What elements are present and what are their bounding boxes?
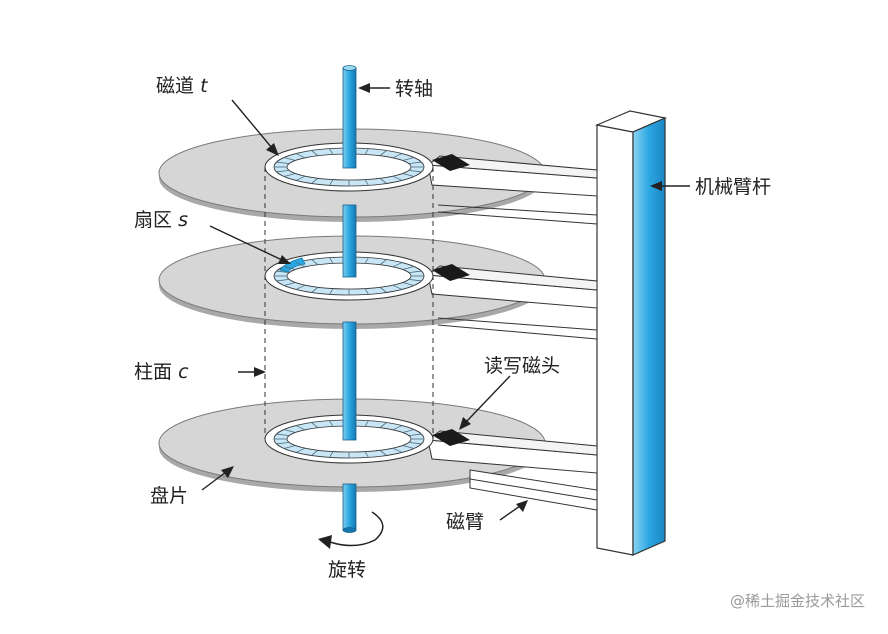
- label-track: 磁道 t: [156, 75, 209, 97]
- label-arm-assembly: 机械臂杆: [695, 176, 771, 198]
- sector-tick: [408, 161, 422, 165]
- sector-tick: [392, 262, 403, 268]
- sector-tick: [295, 262, 306, 268]
- label-spindle: 转轴: [395, 78, 433, 100]
- label-arm: 磁臂: [446, 511, 484, 533]
- sector-tick: [276, 169, 290, 173]
- sector-tick: [392, 447, 403, 453]
- sector-tick: [379, 177, 387, 184]
- sector-tick: [276, 270, 290, 274]
- sector-tick: [408, 433, 422, 437]
- rotation-arrow: [318, 511, 384, 549]
- sector-tick: [311, 286, 319, 293]
- sector-tick: [295, 175, 306, 181]
- sector-tick: [408, 441, 422, 445]
- sector-tick: [379, 259, 387, 266]
- label-cylinder: 柱面 c: [134, 361, 189, 383]
- callouts: [201, 83, 690, 521]
- sector-tick: [311, 449, 319, 456]
- label-sector: 扇区 s: [134, 209, 188, 231]
- sector-tick: [283, 282, 296, 286]
- sector-tick: [283, 157, 296, 161]
- sector-tick: [408, 270, 422, 274]
- sector-tick: [402, 429, 415, 433]
- sector-tick: [379, 286, 387, 293]
- sector-tick: [276, 278, 290, 282]
- sector-tick: [402, 157, 415, 161]
- read-write-head-bottom: [432, 429, 470, 446]
- sector-tick: [402, 266, 415, 270]
- sector-tick: [408, 278, 422, 282]
- label-head: 读写磁头: [484, 355, 560, 377]
- read-write-head-middle: [432, 264, 470, 281]
- sector-highlight: [279, 257, 306, 273]
- sector-tick: [329, 451, 334, 458]
- sector-tick: [329, 179, 334, 186]
- cylinder-outline: [264, 167, 434, 439]
- sector-tick: [364, 179, 369, 186]
- sector-tick: [295, 425, 306, 431]
- sector-tick: [283, 429, 296, 433]
- sector-tick: [311, 259, 319, 266]
- sector-tick: [276, 441, 290, 445]
- sector-tick: [295, 153, 306, 159]
- sector-tick: [276, 433, 290, 437]
- disk-arm-bottom: [426, 430, 598, 511]
- sector-tick: [329, 257, 334, 264]
- sector-tick: [392, 153, 403, 159]
- sector-tick: [402, 173, 415, 177]
- sector-tick: [408, 169, 422, 173]
- sector-tick: [364, 288, 369, 295]
- sector-tick: [295, 447, 306, 453]
- sector-tick: [402, 282, 415, 286]
- arm-assembly-column: [594, 110, 667, 556]
- sector-tick: [283, 173, 296, 177]
- watermark: @稀土掘金技术社区: [730, 592, 865, 610]
- sector-tick: [364, 420, 369, 427]
- sector-tick: [311, 177, 319, 184]
- sector-tick: [379, 422, 387, 429]
- sector-tick: [295, 284, 306, 290]
- label-platter: 盘片: [150, 485, 188, 507]
- sector-tick: [379, 449, 387, 456]
- sector-tick: [283, 266, 296, 270]
- sector-tick: [329, 288, 334, 295]
- sector-tick: [364, 257, 369, 264]
- sector-tick: [283, 445, 296, 449]
- sector-tick: [329, 148, 334, 155]
- sector-tick: [329, 420, 334, 427]
- sector-tick: [364, 148, 369, 155]
- read-write-head-top: [432, 154, 470, 171]
- sector-ticks: [274, 148, 424, 458]
- sector-tick: [311, 422, 319, 429]
- sector-tick: [364, 451, 369, 458]
- sector-tick: [276, 161, 290, 165]
- label-rotation: 旋转: [328, 559, 366, 581]
- sector-tick: [311, 150, 319, 157]
- sector-tick: [392, 175, 403, 181]
- spindle: [342, 65, 357, 533]
- sector-tick: [392, 425, 403, 431]
- sector-tick: [392, 284, 403, 290]
- sector-tick: [402, 445, 415, 449]
- sector-tick: [379, 150, 387, 157]
